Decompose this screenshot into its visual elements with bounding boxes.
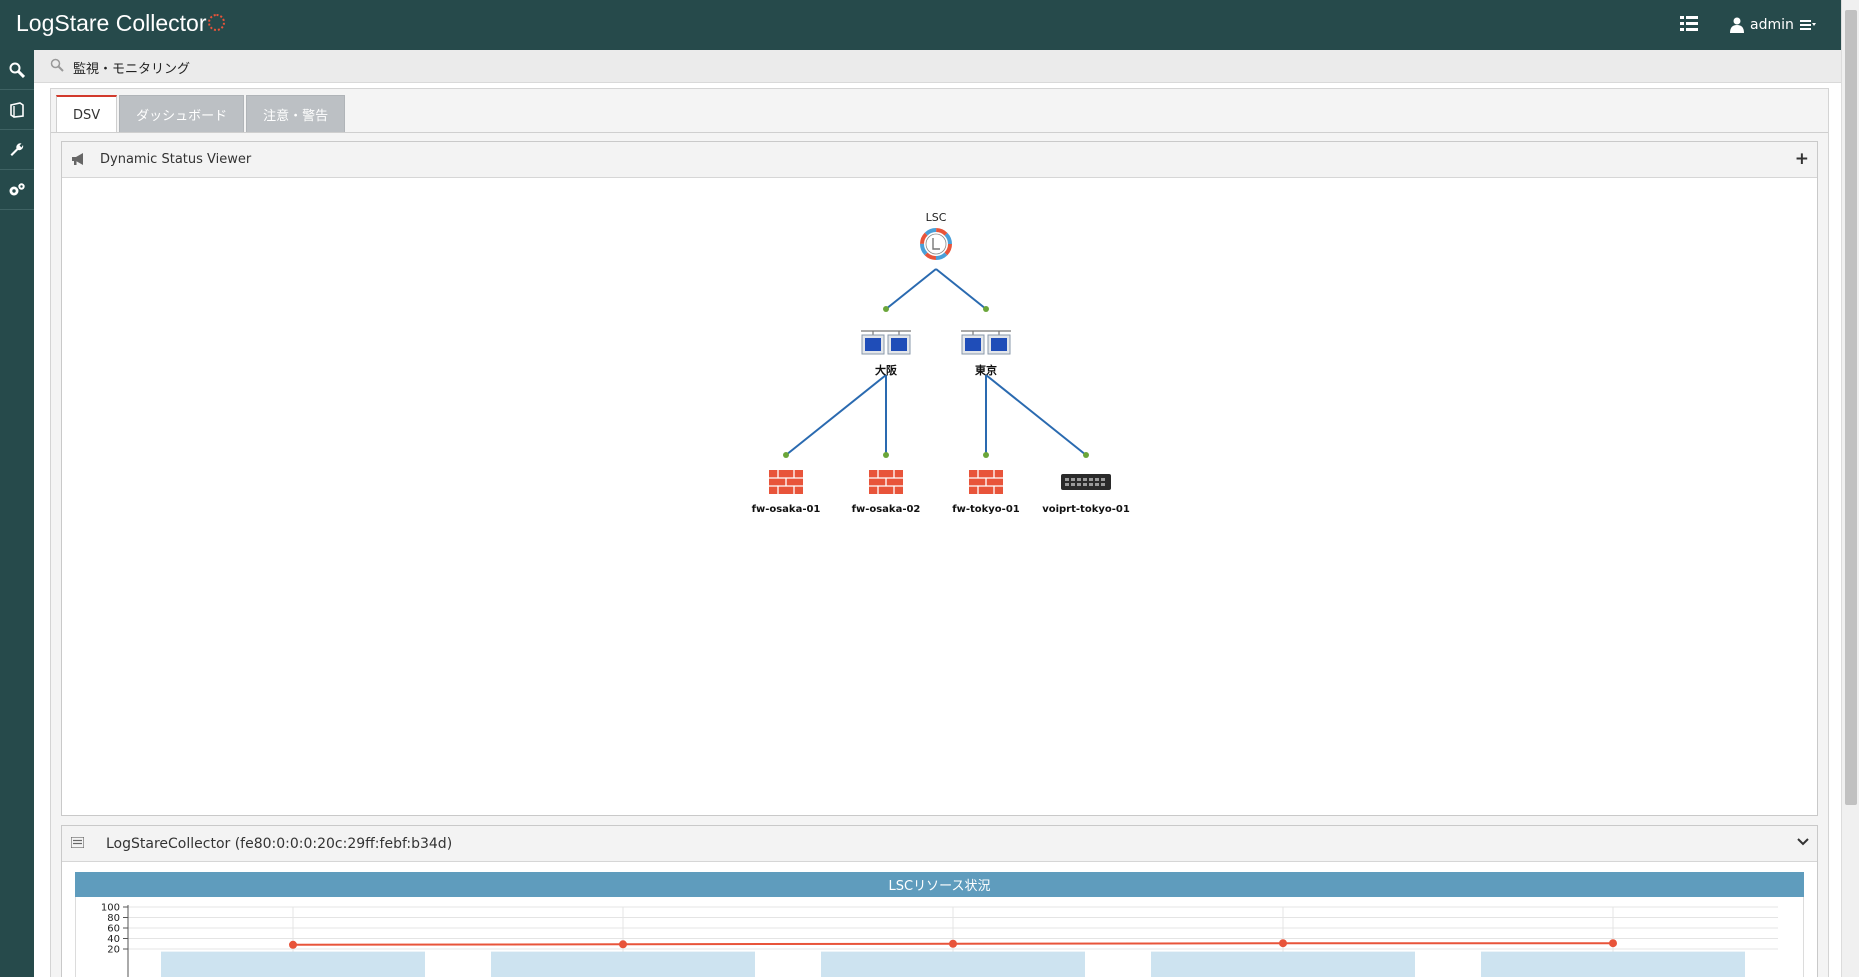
nav-book[interactable] — [0, 90, 34, 130]
wrench-icon — [10, 142, 24, 156]
device-label: voiprt-tokyo-01 — [1042, 504, 1130, 515]
resource-header: LogStareCollector (fe80:0:0:0:20c:29ff:f… — [62, 826, 1817, 862]
breadcrumb-text: 監視・モニタリング — [73, 62, 191, 77]
series-point — [1279, 939, 1287, 948]
megaphone-icon — [72, 153, 83, 165]
tabs-divider — [51, 132, 1828, 133]
user-icon — [1730, 17, 1744, 33]
series-point — [619, 940, 627, 949]
chevron-down-icon[interactable] — [1797, 837, 1809, 847]
user-name: admin — [1750, 17, 1794, 33]
link-lsc-tokyo — [935, 268, 987, 310]
node-lsc[interactable]: LSC — [920, 211, 952, 260]
tab-bar: DSV ダッシュボード 注意・警告 — [56, 95, 347, 133]
server-group-icon — [961, 330, 1011, 355]
node-group-tokyo[interactable]: 東京 — [961, 330, 1011, 377]
resource-panel: LogStareCollector (fe80:0:0:0:20c:29ff:f… — [61, 825, 1818, 977]
dsv-title: Dynamic Status Viewer — [100, 152, 252, 167]
link-tokyo-voip — [985, 374, 1087, 456]
firewall-icon — [969, 470, 1003, 494]
nav-tools[interactable] — [0, 130, 34, 170]
device-label: fw-osaka-02 — [852, 504, 921, 515]
tab-dsv[interactable]: DSV — [56, 95, 118, 133]
node-group-osaka[interactable]: 大阪 — [861, 330, 911, 377]
node-osaka-label: 大阪 — [875, 363, 898, 377]
port-dot — [783, 452, 789, 458]
scrollbar-thumb[interactable] — [1845, 10, 1857, 805]
loading-spinner-icon — [208, 14, 225, 31]
search-icon — [9, 62, 25, 78]
bar — [1481, 951, 1745, 977]
port-dot — [1083, 452, 1089, 458]
user-menu[interactable]: admin — [1730, 14, 1816, 36]
breadcrumb: 監視・モニタリング — [34, 50, 1841, 83]
link-lsc-osaka — [885, 268, 937, 310]
server-group-icon — [861, 330, 911, 355]
search-icon — [50, 58, 64, 72]
node-fw-osaka-02[interactable]: fw-osaka-02 — [852, 470, 921, 515]
plus-icon[interactable]: + — [1794, 149, 1809, 169]
device-label: fw-osaka-01 — [752, 504, 821, 515]
bar — [1151, 951, 1415, 977]
resource-title: LogStareCollector (fe80:0:0:0:20c:29ff:f… — [106, 836, 453, 852]
main-panel: DSV ダッシュボード 注意・警告 Dynamic Status Viewer … — [50, 88, 1829, 977]
list-icon — [71, 837, 84, 848]
list-icon[interactable] — [1680, 15, 1698, 33]
y-tick-label: 80 — [107, 913, 120, 924]
node-voiprt-tokyo-01[interactable]: voiprt-tokyo-01 — [1042, 474, 1130, 515]
nav-search[interactable] — [0, 50, 34, 90]
page-scrollbar[interactable] — [1841, 0, 1859, 977]
tab-dashboard[interactable]: ダッシュボード — [119, 95, 245, 133]
bar — [821, 951, 1085, 977]
node-lsc-label: LSC — [926, 211, 947, 224]
dsv-header: Dynamic Status Viewer + — [62, 142, 1817, 178]
bar — [161, 951, 425, 977]
port-dot — [883, 452, 889, 458]
nav-settings[interactable] — [0, 170, 34, 210]
y-tick-label: 40 — [107, 934, 120, 945]
node-tokyo-label: 東京 — [975, 363, 997, 377]
top-bar: LogStare Collector admin — [0, 0, 1841, 50]
dsv-panel: Dynamic Status Viewer + LSC — [61, 141, 1818, 816]
node-fw-tokyo-01[interactable]: fw-tokyo-01 — [952, 470, 1020, 515]
bar — [491, 951, 755, 977]
port-dot — [883, 306, 889, 312]
router-icon — [1061, 474, 1111, 490]
y-tick-label: 20 — [107, 945, 120, 956]
book-icon — [10, 101, 24, 118]
port-dot — [983, 452, 989, 458]
gears-icon — [9, 182, 25, 195]
app-title: LogStare Collector — [16, 10, 207, 36]
node-fw-osaka-01[interactable]: fw-osaka-01 — [752, 470, 821, 515]
port-dot — [983, 306, 989, 312]
left-nav — [0, 50, 34, 977]
series-point — [289, 940, 297, 949]
link-osaka-fw1 — [785, 374, 887, 456]
chart-title: LSCリソース状況 — [75, 872, 1804, 897]
series-point — [949, 939, 957, 948]
tab-warnings[interactable]: 注意・警告 — [246, 95, 346, 133]
y-tick-label: 60 — [107, 924, 120, 935]
device-label: fw-tokyo-01 — [952, 504, 1020, 515]
y-tick-label: 100 — [101, 903, 120, 914]
lsc-logo-icon — [920, 228, 952, 260]
topology-map: LSC 大阪 — [752, 211, 1130, 515]
menu-icon — [1799, 20, 1816, 30]
series-point — [1609, 939, 1617, 948]
firewall-icon — [869, 470, 903, 494]
firewall-icon — [769, 470, 803, 494]
